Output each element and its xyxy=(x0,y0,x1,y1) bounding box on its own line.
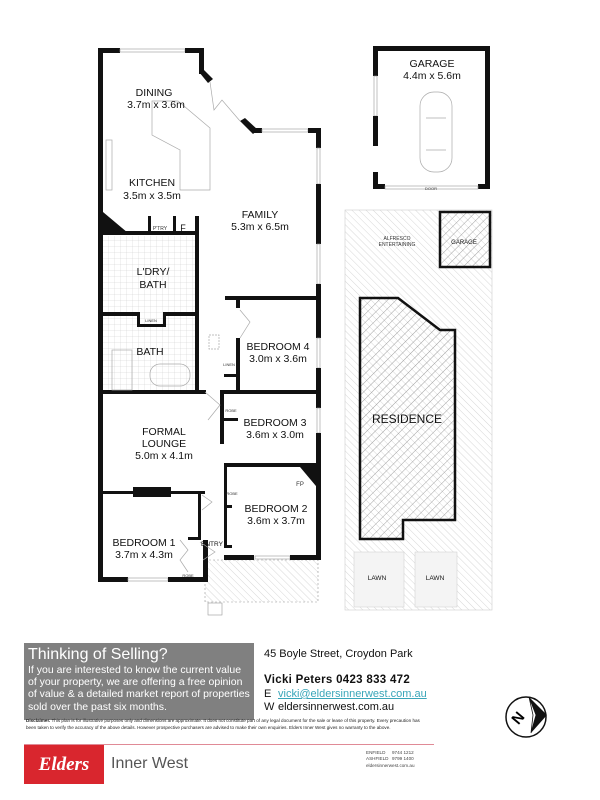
lawn-right xyxy=(414,551,458,608)
linen-label-2: LINEN xyxy=(223,362,235,367)
dining-label: DINING xyxy=(136,87,173,99)
alfresco-label: ALFRESCO xyxy=(384,236,411,242)
bedroom1-size: 3.7m x 4.3m xyxy=(115,549,173,561)
residence-label: RESIDENCE xyxy=(372,412,442,426)
kitchen-size: 3.5m x 3.5m xyxy=(123,190,181,202)
garage-door-label: DOOR xyxy=(425,186,437,191)
bedroom4-label: BEDROOM 4 xyxy=(246,341,309,353)
elders-logo: Elders xyxy=(24,745,104,784)
office-phone: 9744 1212 xyxy=(392,750,414,755)
disclaimer-text: This plan is for illustrative purposes o… xyxy=(26,718,420,730)
front-steps xyxy=(207,602,223,616)
bedroom1-label: BEDROOM 1 xyxy=(112,537,175,549)
disclaimer-label: Disclaimer. xyxy=(26,718,51,723)
family-size: 5.3m x 6.5m xyxy=(231,221,289,233)
garage-label: GARAGE xyxy=(410,58,455,70)
office-name: ASHFIELD xyxy=(366,756,389,762)
selling-promo: Thinking of Selling? If you are interest… xyxy=(24,643,254,720)
office-enfield: ENFIELD 9744 1212 xyxy=(366,750,415,756)
agency-website: eldersinnerwest.com.au xyxy=(278,701,395,713)
dining-size: 3.7m x 3.6m xyxy=(127,99,185,111)
email-label: E xyxy=(264,688,272,700)
disclaimer: Disclaimer. This plan is for illustrativ… xyxy=(26,718,431,731)
promo-body: If you are interested to know the curren… xyxy=(28,664,250,713)
robe-label-3: ROBE xyxy=(225,408,237,413)
room-labels: DINING 3.7m x 3.6m KITCHEN 3.5m x 3.5m F… xyxy=(112,58,476,582)
house-walls xyxy=(98,48,321,582)
site-garage-label: GARAGE xyxy=(451,240,477,246)
bath-label: BATH xyxy=(136,346,163,358)
bedroom3-size: 3.6m x 3.0m xyxy=(246,429,304,441)
property-address: 45 Boyle Street, Croydon Park xyxy=(264,648,413,660)
residence-footprint xyxy=(358,296,457,541)
office-name: ENFIELD xyxy=(366,750,386,755)
agent-name-phone: Vicki Peters 0423 833 472 xyxy=(264,674,411,686)
contact-block: 45 Boyle Street, Croydon Park Vicki Pete… xyxy=(264,648,427,714)
kitchen-label: KITCHEN xyxy=(129,177,175,189)
bedroom3-label: BEDROOM 3 xyxy=(243,417,306,429)
promo-title: Thinking of Selling? xyxy=(28,646,168,663)
lawn-label-2: LAWN xyxy=(426,575,445,582)
family-label: FAMILY xyxy=(242,209,279,221)
agent-email-link[interactable]: vicki@eldersinnerwest.com.au xyxy=(278,688,427,700)
office-phone: 9799 1400 xyxy=(392,756,414,762)
porch xyxy=(204,559,319,603)
garage-outline xyxy=(373,46,490,190)
site-garage xyxy=(438,210,492,269)
bedroom2-size: 3.6m x 3.7m xyxy=(247,515,305,527)
entry-label: ENTRY xyxy=(201,541,224,548)
linen-label: LINEN xyxy=(145,318,157,323)
lounge-label-2: LOUNGE xyxy=(142,438,186,450)
lounge-label: FORMAL xyxy=(142,426,186,438)
brand-name: Inner West xyxy=(111,755,189,772)
floor-plan: DINING 3.7m x 3.6m KITCHEN 3.5m x 3.5m F… xyxy=(98,46,493,616)
garage-size: 4.4m x 5.6m xyxy=(403,70,461,82)
logo-text: Elders xyxy=(38,753,90,775)
robe-label-2: ROBE xyxy=(226,491,238,496)
bedroom2-label: BEDROOM 2 xyxy=(244,503,307,515)
north-arrow-icon: N xyxy=(505,696,547,738)
fireplace-label: FP xyxy=(296,482,304,488)
alfresco-label-2: ENTERTAINING xyxy=(379,242,416,248)
divider xyxy=(24,744,434,745)
laundry-label: L'DRY/ xyxy=(137,266,170,278)
lawn-left xyxy=(353,551,405,608)
robe-label-1: ROBE xyxy=(182,573,194,578)
laundry-label-2: BATH xyxy=(139,279,166,291)
fridge-label: F xyxy=(180,223,186,233)
lounge-size: 5.0m x 4.1m xyxy=(135,450,193,462)
fixtures xyxy=(105,81,453,573)
web-label: W xyxy=(264,701,275,713)
office-website: eldersinnerwest.com.au xyxy=(366,762,415,768)
lawn-label-1: LAWN xyxy=(368,575,387,582)
bedroom4-size: 3.0m x 3.6m xyxy=(249,353,307,365)
pantry-label: P'TRY xyxy=(153,226,168,232)
